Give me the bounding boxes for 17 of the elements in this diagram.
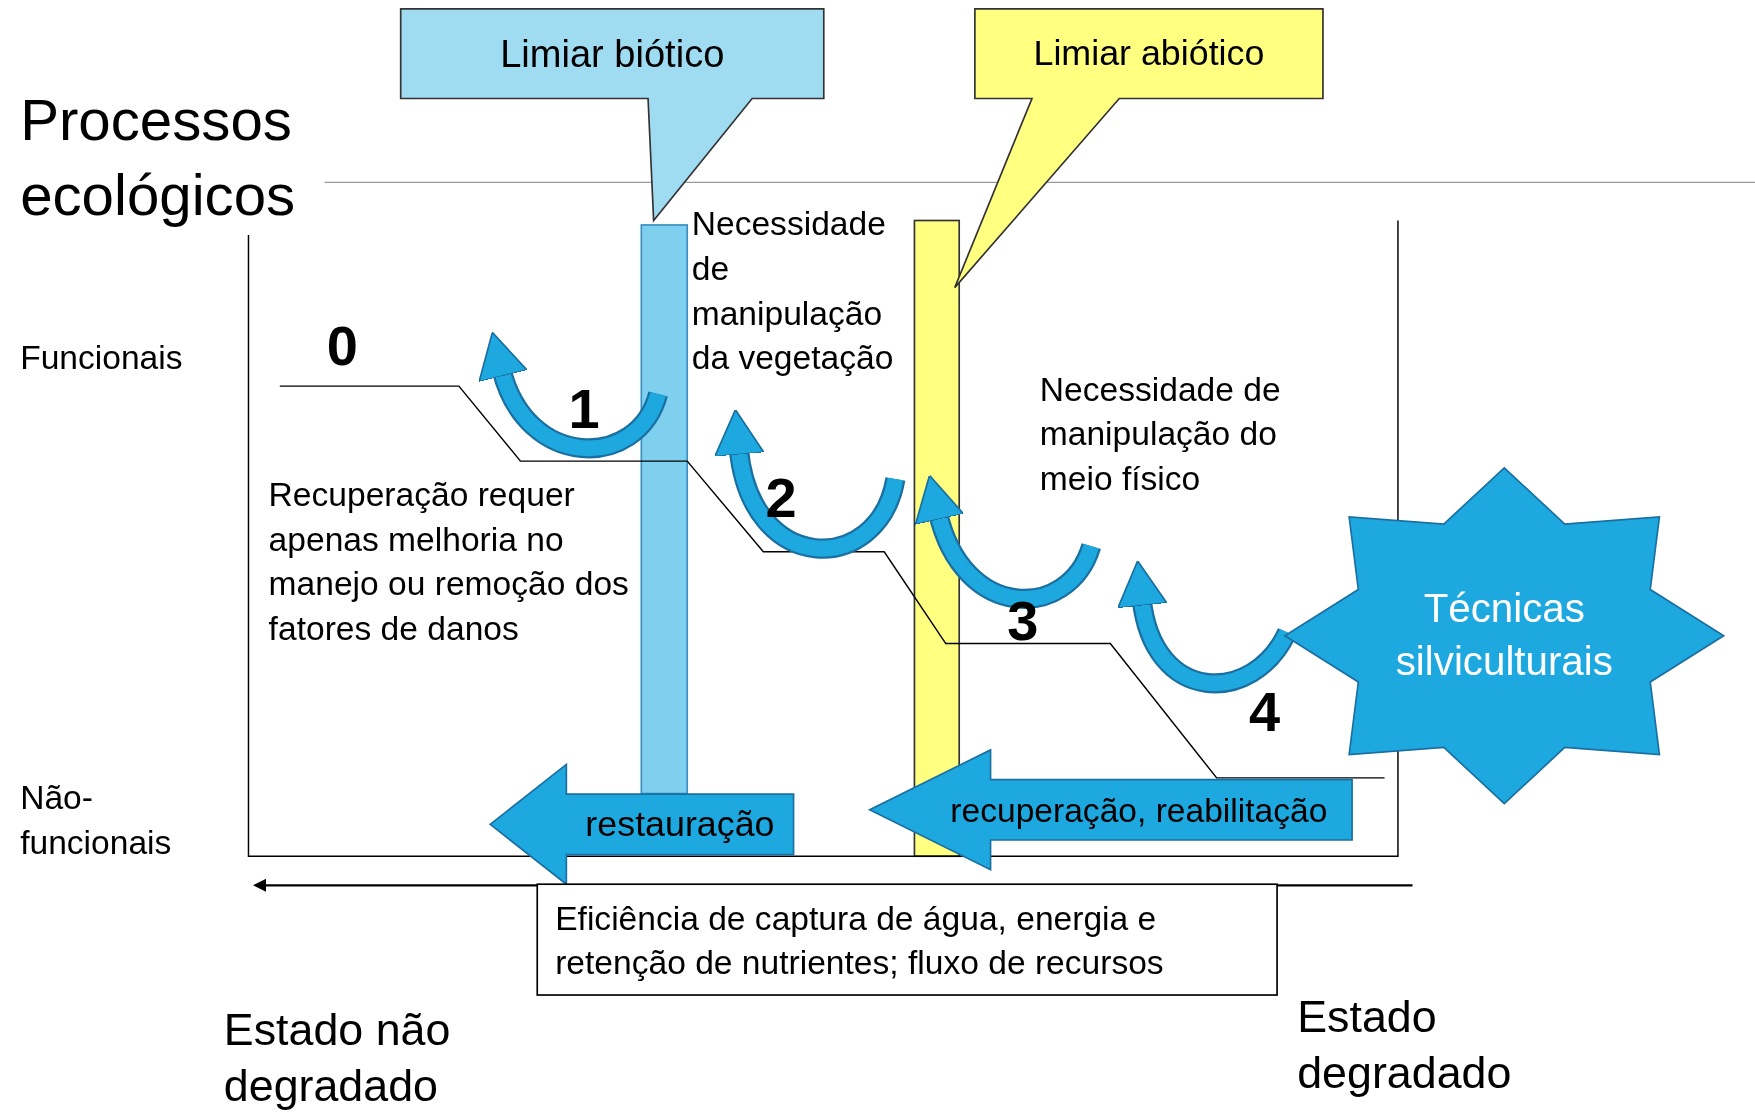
stage-number: 4	[1249, 679, 1282, 746]
stage-number: 3	[1007, 588, 1040, 655]
axis-label: Não-funcionais	[20, 778, 173, 863]
stage-number: 1	[568, 376, 601, 442]
axis-title: Processos ecológicos	[20, 86, 297, 229]
stage-number: 0	[326, 313, 359, 380]
banner-shape: recuperação, reabilitação	[869, 749, 1353, 870]
text-box: Eficiência de captura de água, energia e retenção de nutrientes; fluxo de recursos	[537, 884, 1278, 995]
axis-label: Estado degradado	[1297, 990, 1513, 1099]
callout-box: Limiar abiótico	[954, 8, 1323, 291]
annotation-text: Recuperação requer apenas melhoria no manejo ou remoção dos fatores de danos	[268, 474, 630, 649]
axis-label: Funcionais	[20, 338, 184, 379]
stage-number: 2	[765, 465, 798, 532]
banner-shape: restauração	[490, 764, 794, 885]
axis-label: Estado não degradado	[223, 1004, 452, 1113]
annotation-text: Necessidade de manipulação do meio físico	[1039, 369, 1282, 499]
threshold-bar	[641, 224, 688, 794]
